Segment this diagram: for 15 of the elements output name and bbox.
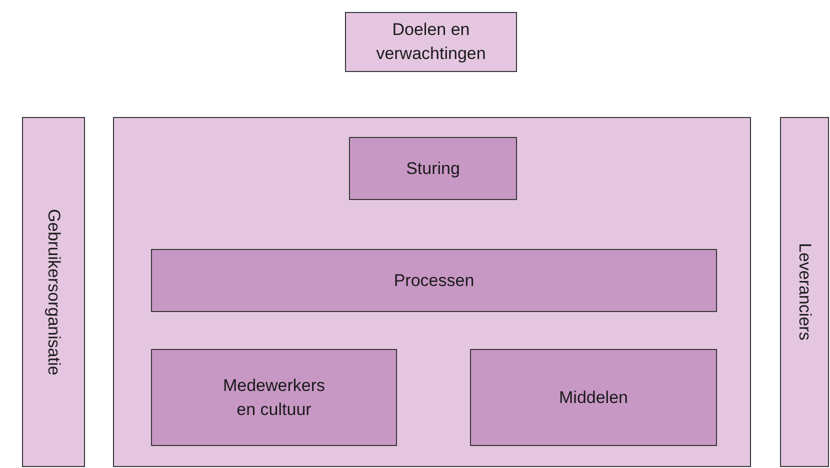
goal-box	[345, 12, 517, 72]
box-label: Leveranciers	[794, 243, 816, 341]
box-label: Middelen	[558, 386, 629, 408]
process-box	[151, 249, 717, 312]
process-box	[151, 349, 397, 446]
organisation-box	[113, 117, 751, 467]
box-label: Medewerkers en cultuur	[222, 374, 326, 420]
process-box	[470, 349, 717, 446]
box-label: Gebruikersorganisatie	[44, 208, 64, 376]
side-band	[780, 117, 829, 467]
side-band	[22, 117, 85, 467]
process-box	[349, 137, 517, 200]
box-label: Processen	[392, 270, 476, 292]
box-label: Doelen en verwachtingen	[375, 19, 487, 65]
box-label: Sturing	[405, 158, 461, 180]
